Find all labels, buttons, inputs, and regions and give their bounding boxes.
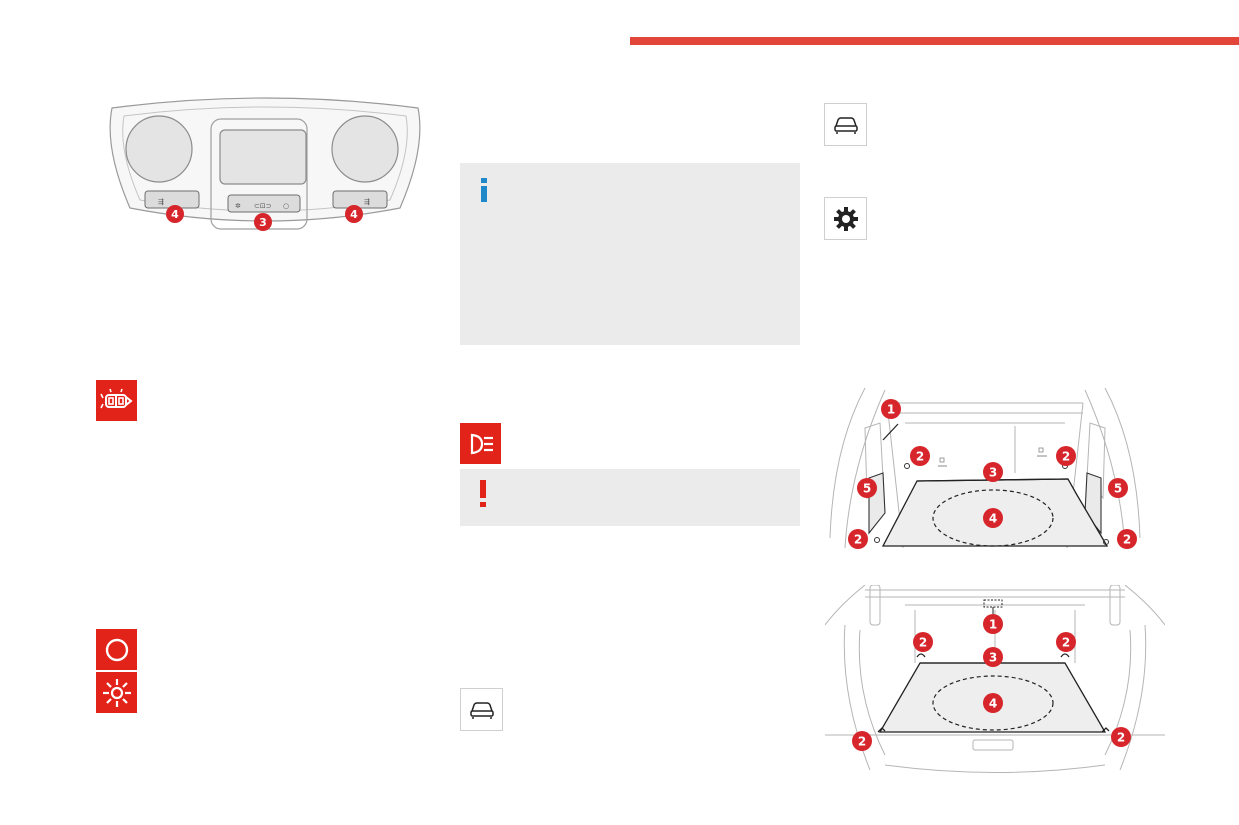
- svg-text:2: 2: [919, 636, 927, 650]
- underfloor-storage-outline: [932, 675, 1054, 731]
- svg-text:2: 2: [1062, 636, 1070, 650]
- svg-text:⊂⊡⊃: ⊂⊡⊃: [254, 202, 272, 210]
- callout-badge: 2: [1117, 529, 1137, 549]
- svg-text:1: 1: [887, 403, 895, 417]
- left-reading-switch[interactable]: [144, 190, 200, 209]
- svg-text:4: 4: [350, 208, 358, 221]
- right-reading-switch[interactable]: [332, 190, 388, 209]
- svg-text:1: 1: [989, 618, 997, 632]
- callout-badge: 2: [1111, 727, 1131, 747]
- svg-text:5: 5: [1114, 482, 1122, 496]
- svg-text:2: 2: [854, 533, 862, 547]
- callout-badge: 5: [1108, 478, 1128, 498]
- svg-text:2: 2: [1117, 731, 1125, 745]
- central-lamp-lens: [219, 129, 307, 185]
- callout-badge: 4: [166, 205, 184, 223]
- svg-text:✲: ✲: [235, 202, 241, 210]
- svg-text:2: 2: [1123, 533, 1131, 547]
- car-doors-open-icon: [96, 380, 137, 421]
- callout-badge: 4: [983, 693, 1003, 713]
- sun-light-icon: [96, 672, 137, 713]
- svg-text:3: 3: [259, 216, 267, 229]
- section-header-bar: [630, 37, 1239, 45]
- svg-text:2: 2: [1062, 450, 1070, 464]
- svg-text:○: ○: [283, 202, 289, 210]
- warning-note-panel: [460, 469, 800, 526]
- svg-text:5: 5: [863, 482, 871, 496]
- callout-badge: 1: [881, 399, 901, 419]
- svg-text:⇶: ⇶: [364, 198, 370, 206]
- callout-badge: 2: [848, 529, 868, 549]
- svg-text:⇶: ⇶: [158, 198, 164, 206]
- callout-badge: 2: [1056, 446, 1076, 466]
- svg-text:4: 4: [989, 512, 997, 526]
- headlamp-icon: [460, 423, 501, 464]
- exclamation-icon: [478, 480, 488, 508]
- left-reading-lens: [125, 115, 193, 183]
- central-light-switch[interactable]: [227, 194, 301, 213]
- info-note-panel: [460, 163, 800, 345]
- right-reading-lens: [331, 115, 399, 183]
- callout-badge: 1: [983, 614, 1003, 634]
- callout-badge: 3: [254, 213, 272, 231]
- callout-badge: 2: [1056, 632, 1076, 652]
- circle-off-icon: [96, 629, 137, 670]
- callout-badge: 3: [983, 647, 1003, 667]
- boot-diagram-saloon: 1 2 2 3 4 2 2: [825, 585, 1165, 773]
- svg-text:2: 2: [916, 450, 924, 464]
- callout-badge: 2: [852, 731, 872, 751]
- info-icon: [479, 178, 489, 202]
- callout-badge: 4: [345, 205, 363, 223]
- callout-badge: 4: [983, 508, 1003, 528]
- car-icon: [460, 688, 503, 731]
- callout-badge: 3: [983, 462, 1003, 482]
- svg-text:4: 4: [171, 208, 179, 221]
- gear-icon: [824, 197, 867, 240]
- boot-diagram-hatchback: 1 2 2 3 5 4 5 2 2: [829, 388, 1141, 549]
- car-icon: [824, 103, 867, 146]
- svg-text:4: 4: [989, 697, 997, 711]
- svg-text:2: 2: [858, 735, 866, 749]
- underfloor-storage-outline: [932, 489, 1054, 547]
- ceiling-light-diagram: ⇶ ✲ ⊂⊡⊃ ○ ⇶ 4 3 4: [109, 97, 421, 231]
- svg-text:3: 3: [989, 651, 997, 665]
- svg-text:3: 3: [989, 466, 997, 480]
- callout-badge: 2: [910, 446, 930, 466]
- callout-badge: 2: [913, 632, 933, 652]
- callout-badge: 5: [857, 478, 877, 498]
